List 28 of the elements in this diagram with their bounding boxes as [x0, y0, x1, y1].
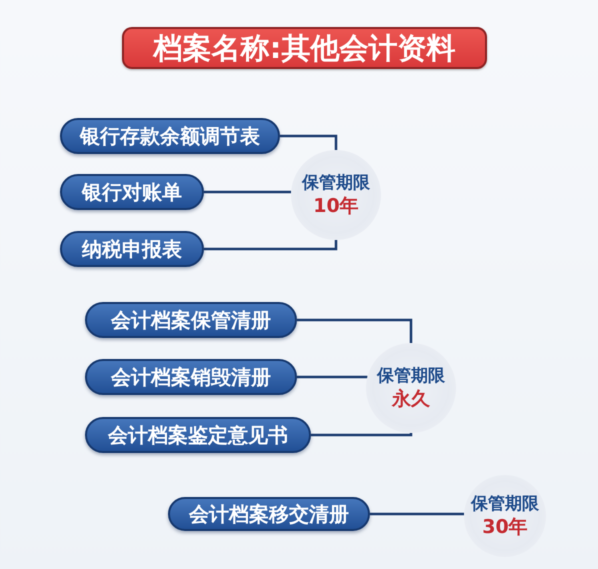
- document-name: 会计档案鉴定意见书: [108, 423, 288, 447]
- connector-line: [311, 433, 412, 436]
- document-pill: [60, 118, 280, 154]
- document-pill: [85, 417, 311, 453]
- retention-period: 永久: [392, 386, 430, 410]
- document-pill: [168, 497, 370, 531]
- connector-line: [204, 240, 338, 250]
- retention-period: 10年: [313, 194, 359, 218]
- document-name: 银行存款余额调节表: [80, 124, 260, 148]
- document-pill: [85, 302, 297, 338]
- retention-label: 保管期限: [471, 494, 539, 514]
- document-name: 银行对账单: [82, 180, 182, 204]
- connector-line: [370, 512, 464, 516]
- document-name: 会计档案保管清册: [111, 308, 271, 332]
- connector-line: [204, 190, 292, 194]
- connector-line: [280, 134, 338, 150]
- retention-period: 30年: [482, 514, 528, 538]
- retention-label: 保管期限: [377, 366, 445, 386]
- document-name: 会计档案销毁清册: [111, 365, 271, 389]
- document-name: 纳税申报表: [82, 237, 182, 261]
- document-pill: [60, 174, 204, 210]
- connector-line: [297, 318, 412, 343]
- document-pill: [60, 231, 204, 267]
- document-pill: [85, 359, 297, 395]
- retention-label: 保管期限: [302, 172, 370, 194]
- connector-line: [297, 376, 368, 378]
- title-banner: 档案名称:其他会计资料: [122, 27, 487, 69]
- document-name: 会计档案移交清册: [189, 502, 349, 526]
